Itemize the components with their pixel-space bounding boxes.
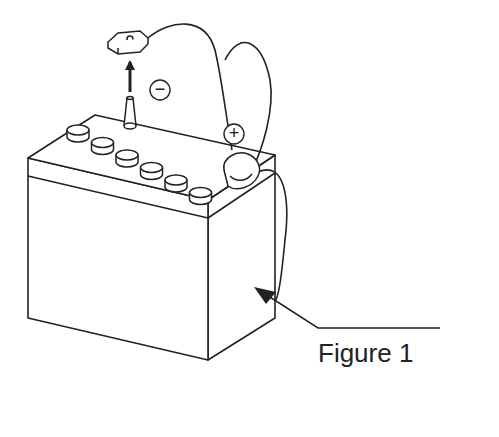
figure-label: Figure 1 xyxy=(318,340,413,366)
minus-circle xyxy=(150,80,170,100)
vent-cap-top xyxy=(67,125,89,135)
vent-cap-top xyxy=(141,163,163,173)
positive-cable xyxy=(258,170,287,300)
polarity-sign: − xyxy=(155,80,166,98)
leader-line xyxy=(262,292,440,328)
battery-top xyxy=(28,115,275,200)
vent-caps xyxy=(67,125,212,205)
lift-arrow xyxy=(129,62,132,92)
vent-cap-top xyxy=(190,188,212,198)
positive-terminal-boot xyxy=(224,153,260,189)
leader-arrowhead xyxy=(254,287,276,304)
negative-post xyxy=(124,97,136,130)
vent-cap-top xyxy=(92,138,114,148)
vent-cap-top xyxy=(165,175,187,185)
plus-circle xyxy=(224,124,244,144)
polarity-sign: + xyxy=(229,124,240,142)
vent-cap-top xyxy=(116,150,138,160)
negative-cable xyxy=(148,24,232,150)
positive-cable-loop xyxy=(225,43,271,170)
negative-clamp xyxy=(108,31,148,54)
battery-front xyxy=(28,158,208,360)
